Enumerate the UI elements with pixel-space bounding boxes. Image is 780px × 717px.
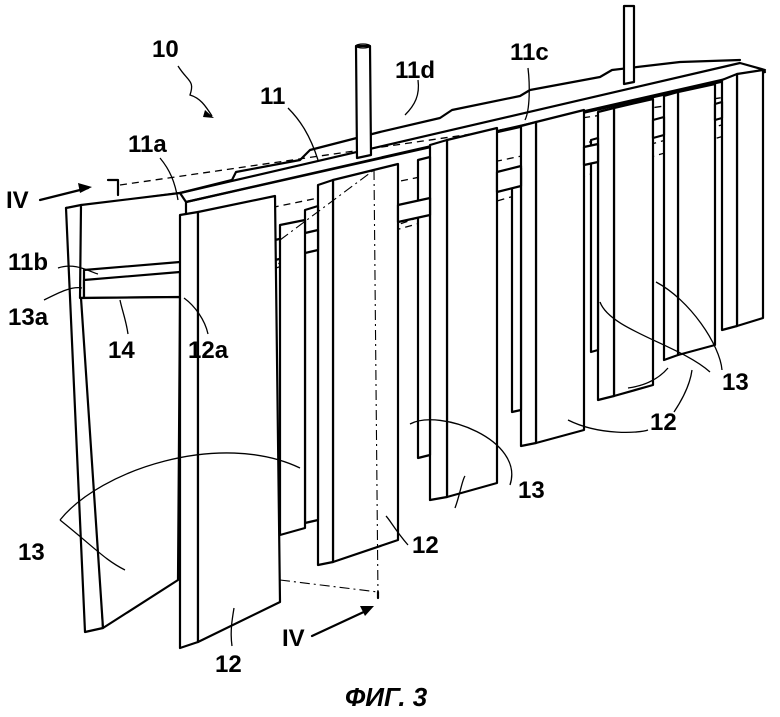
panel-front-right (180, 196, 280, 648)
panel-middle-1 (305, 164, 398, 598)
label-13-left: 13 (18, 539, 45, 566)
label-11: 11 (260, 83, 285, 110)
figure-caption: ФИГ. 3 (345, 682, 428, 712)
panel-back-3 (512, 110, 584, 446)
label-14: 14 (108, 337, 135, 364)
panel-back-6 (722, 70, 763, 330)
label-IV-top: IV (6, 187, 29, 214)
label-12-right: 12 (650, 409, 677, 436)
label-12-middle: 12 (412, 532, 439, 559)
label-12a: 12a (188, 337, 229, 364)
label-12-front: 12 (215, 651, 242, 678)
label-11c: 11c (510, 39, 549, 66)
panel-back-2 (418, 128, 497, 500)
label-11d: 11d (395, 57, 435, 84)
label-11a: 11a (128, 131, 167, 158)
label-13-middle: 13 (518, 477, 545, 504)
vertical-rod-right (624, 6, 634, 84)
label-13a: 13a (8, 304, 49, 331)
label-11b: 11b (8, 249, 48, 276)
label-13-right: 13 (722, 369, 749, 396)
label-IV-bottom: IV (282, 625, 305, 652)
panel-back-5 (664, 84, 715, 360)
panel-back-4 (591, 99, 653, 400)
label-10: 10 (152, 36, 179, 63)
vertical-rod-left (356, 44, 371, 158)
